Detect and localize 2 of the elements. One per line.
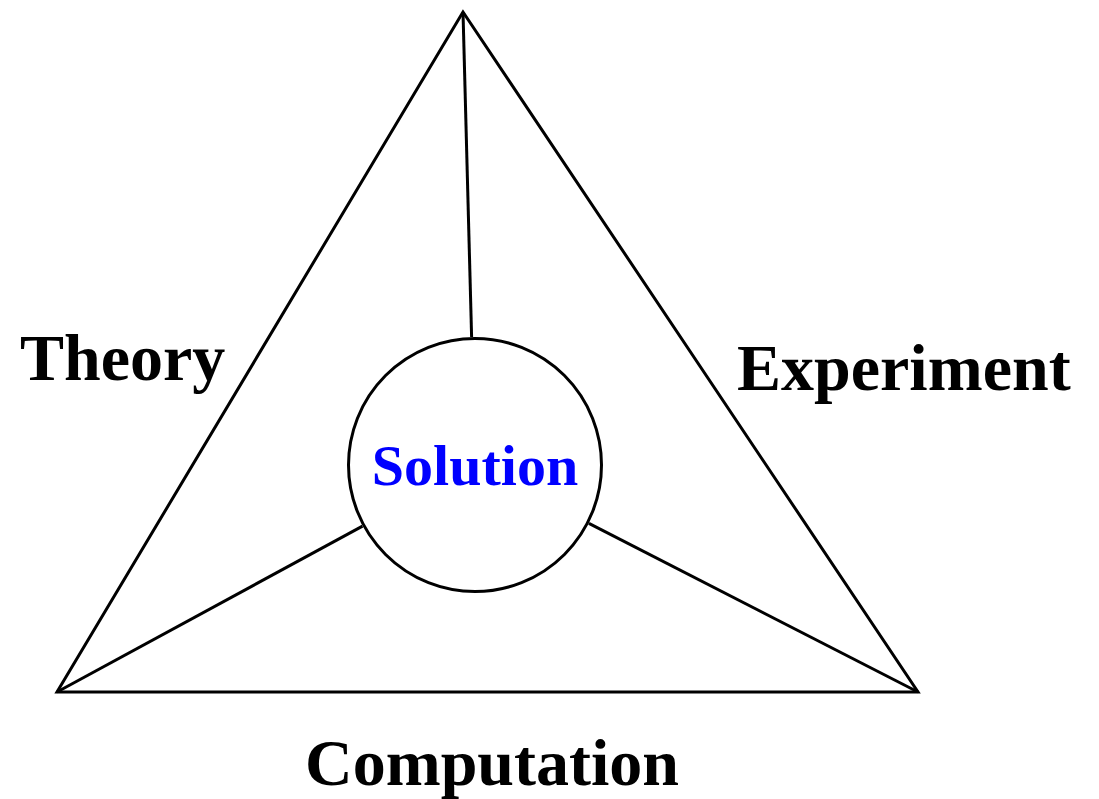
solution-circle: Solution — [347, 337, 603, 593]
connector-line — [461, 11, 474, 338]
